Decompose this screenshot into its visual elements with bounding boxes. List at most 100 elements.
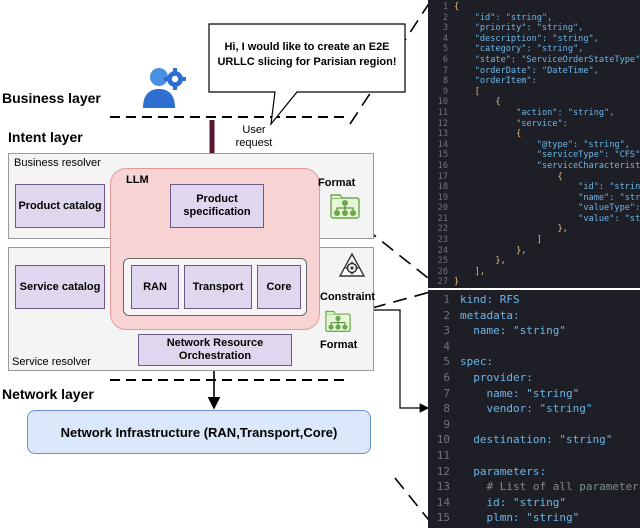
code-line: 9 — [428, 417, 640, 433]
line-number: 7 — [443, 386, 450, 400]
code-line: 15 "serviceType": "CFS", — [428, 150, 640, 161]
line-number: 11 — [436, 448, 450, 462]
code-text: name: "string" — [460, 324, 566, 338]
line-number: 3 — [442, 23, 448, 34]
line-number: 19 — [437, 192, 448, 203]
code-line: 14 id: "string" — [428, 495, 640, 511]
code-line: 2 "id": "string", — [428, 13, 640, 24]
json-code-panel: 1{2 "id": "string",3 "priority": "string… — [428, 0, 640, 288]
line-number: 24 — [437, 245, 448, 256]
code-text: { — [454, 2, 460, 12]
code-line: 23 ] — [428, 235, 640, 246]
code-text: name: "string" — [460, 386, 580, 400]
line-number: 9 — [442, 86, 448, 97]
folder-tree-icon-bottom — [325, 308, 351, 334]
code-text: id: "string" — [460, 495, 566, 509]
line-number: 22 — [437, 224, 448, 235]
llm-label: LLM — [126, 174, 149, 186]
line-number: 8 — [442, 76, 448, 87]
code-text: "@type": "string", — [454, 139, 630, 150]
code-text: "id": "string", — [454, 182, 640, 193]
code-line: 13 # List of all parameters — [428, 479, 640, 495]
line-number: 26 — [437, 266, 448, 277]
code-line: 14 "@type": "string", — [428, 140, 640, 151]
line-number: 14 — [436, 495, 450, 509]
product-specification-box: Product specification — [170, 184, 264, 228]
code-line: 6 "state": "ServiceOrderStateType", — [428, 55, 640, 66]
product-catalog-box: Product catalog — [15, 184, 105, 228]
code-line: 12 "service": — [428, 119, 640, 130]
line-number: 2 — [442, 12, 448, 23]
code-text: "state": "ServiceOrderStateType", — [454, 54, 640, 65]
network-infrastructure-box: Network Infrastructure (RAN,Transport,Co… — [27, 410, 371, 454]
ran-box: RAN — [131, 265, 179, 309]
line-number: 4 — [443, 339, 450, 353]
yaml-connector — [372, 309, 430, 413]
business-layer-label: Business layer — [2, 90, 101, 106]
code-line: 15 plmn: "string" — [428, 510, 640, 526]
code-line: 21 "value": "string", — [428, 214, 640, 225]
code-text: { — [454, 97, 501, 108]
line-number: 3 — [443, 324, 450, 338]
user-request-label: User request — [235, 124, 273, 149]
code-text: spec: — [460, 355, 494, 369]
code-text: } — [454, 277, 460, 288]
network-resource-orchestration-box: Network Resource Orchestration — [138, 334, 292, 366]
code-text: "name": "string", — [578, 192, 640, 203]
line-number: 27 — [437, 277, 448, 288]
code-line: 3 name: "string" — [428, 323, 640, 339]
code-text: provider: — [460, 370, 533, 384]
code-text: "orderItem": — [454, 76, 537, 87]
code-text: }, — [454, 224, 568, 235]
user-gear-icon — [140, 64, 190, 110]
code-text: kind: RFS — [460, 293, 520, 306]
code-line: 3 "priority": "string", — [428, 23, 640, 34]
code-text: "value": "string", — [578, 213, 640, 224]
speech-bubble-shape — [208, 23, 406, 127]
line-number: 11 — [437, 107, 448, 118]
intent-layer-label: Intent layer — [8, 129, 83, 145]
line-number: 1 — [443, 293, 450, 306]
code-line: 1 kind: RFS — [428, 292, 640, 308]
service-catalog-box: Service catalog — [15, 265, 105, 309]
line-number: 20 — [437, 203, 448, 214]
zoom-line-yaml-bottom — [394, 477, 433, 525]
code-line: 9 [ — [428, 87, 640, 98]
code-text: "valueType": "string", — [578, 203, 640, 214]
code-text: ], — [454, 266, 486, 277]
line-number: 9 — [443, 417, 450, 431]
code-text: { — [454, 171, 563, 182]
code-text: destination: "string" — [460, 433, 613, 447]
line-number: 8 — [443, 402, 450, 416]
code-line: 26 ], — [428, 267, 640, 278]
code-line: 27} — [428, 277, 640, 288]
code-line: 17 { — [428, 172, 640, 183]
line-number: 5 — [443, 355, 450, 369]
line-number: 10 — [437, 97, 448, 108]
code-text: plmn: "string" — [460, 511, 580, 525]
code-line: 25 }, — [428, 256, 640, 267]
code-text: vendor: "string" — [460, 402, 593, 416]
speech-bubble-text: Hi, I would like to create an E2E URLLC … — [217, 41, 397, 68]
line-number: 12 — [436, 464, 450, 478]
code-line: 5 "category": "string", — [428, 44, 640, 55]
code-line: 5 spec: — [428, 354, 640, 370]
code-line: 1{ — [428, 2, 640, 13]
line-number: 14 — [437, 139, 448, 150]
constraint-label: Constraint — [320, 291, 375, 303]
line-number: 12 — [437, 118, 448, 129]
code-line: 7 name: "string" — [428, 386, 640, 402]
line-number: 25 — [437, 256, 448, 267]
code-text: ] — [454, 235, 542, 246]
code-text: "serviceCharacteristic": [ — [536, 160, 640, 171]
code-text: "priority": "string", — [454, 23, 584, 34]
code-line: 10 { — [428, 97, 640, 108]
line-number: 13 — [436, 480, 450, 494]
business-resolver-label: Business resolver — [14, 157, 101, 169]
format-bottom-label: Format — [320, 339, 358, 351]
code-line: 10 destination: "string" — [428, 432, 640, 448]
code-line: 12 parameters: — [428, 464, 640, 480]
line-number: 2 — [443, 308, 450, 322]
code-text: parameters: — [460, 464, 547, 478]
